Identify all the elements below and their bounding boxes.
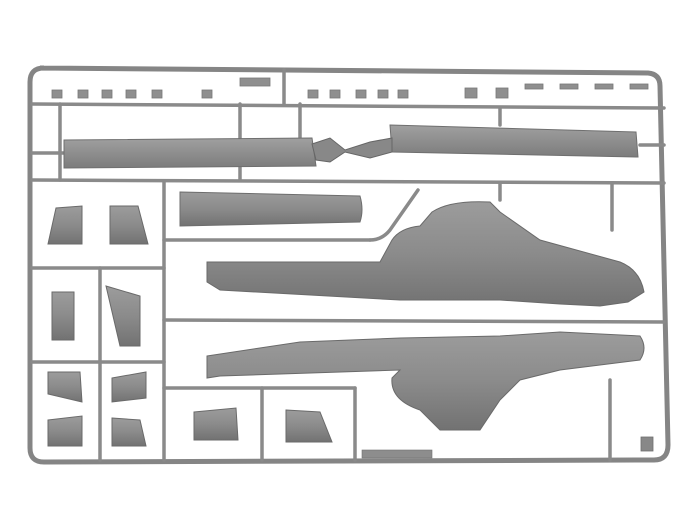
stub-wing-parts <box>47 205 333 447</box>
small-parts-row <box>51 77 649 99</box>
main-rotor <box>63 124 639 169</box>
sprue-letter-tag <box>640 436 654 452</box>
sprue-frame <box>27 65 671 465</box>
runners <box>30 68 666 462</box>
engine-cover <box>179 191 363 227</box>
fuselage-half-upper <box>206 201 645 307</box>
sprue-code-plate <box>361 449 433 459</box>
fuselage-half-lower <box>206 331 645 431</box>
